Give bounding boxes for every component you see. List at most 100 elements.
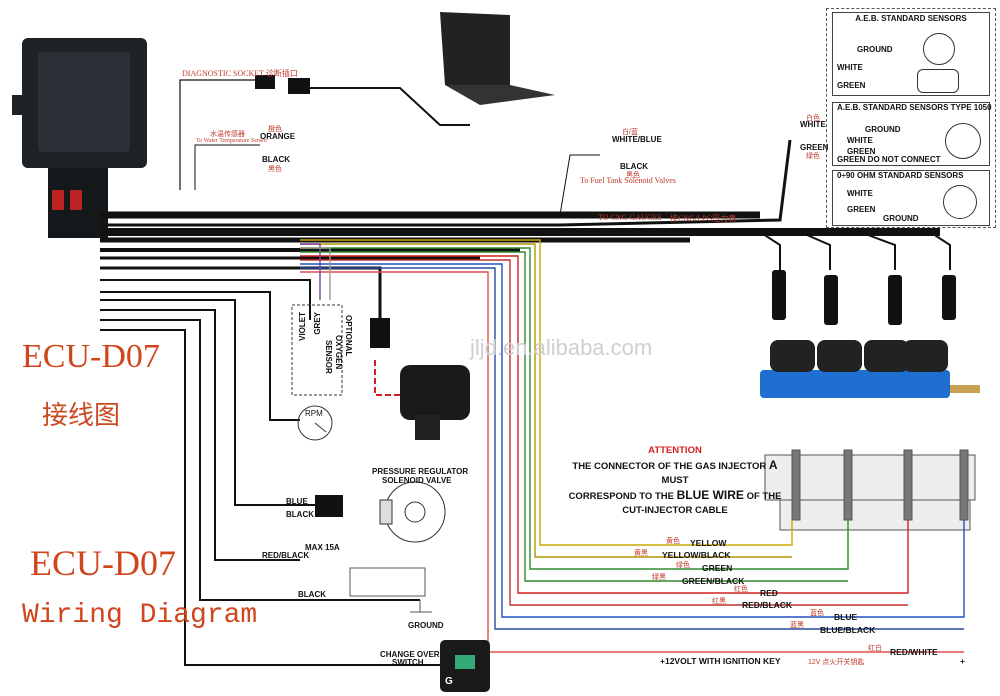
violet-label: VIOLET <box>298 312 307 341</box>
fuel-tank-label: To Fuel Tank Solenoid Valves <box>580 176 676 185</box>
black-label: BLACK <box>262 155 290 164</box>
wire-0-cn: 黄色 <box>666 538 680 545</box>
sensor-1-green: GREEN <box>837 81 866 90</box>
black-mid-label: BLACK <box>286 510 314 519</box>
wire-6-cn: 蓝色 <box>810 610 824 617</box>
sensor-1-gauge-icon <box>923 33 955 65</box>
cng-gauges-label: TO CNG GAUGES <box>598 213 662 222</box>
diag-socket-label: DIAGNOSTIC SOCKET 诊断插口 <box>182 69 298 78</box>
sensor-1-float-icon <box>917 69 959 93</box>
white-blue-cn: 白/蓝 <box>622 129 638 136</box>
orange-cn: 橙色 <box>268 126 282 133</box>
diagram-cn-title: 接线图 <box>42 401 121 430</box>
max-fuse-label: MAX 15A <box>305 543 340 552</box>
sensor-3-white: WHITE <box>847 189 873 198</box>
green-cn: 绿色 <box>806 153 820 160</box>
attention-heading: ATTENTION <box>648 445 702 456</box>
injector-wires <box>300 239 965 653</box>
sensor-2-green: GREEN <box>847 147 876 156</box>
wiring-diagram-title: Wiring Diagram <box>22 600 258 631</box>
wire-7-label: BLUE/BLACK <box>820 625 876 635</box>
grey-label: GREY <box>313 312 322 335</box>
solenoid-label: SOLENOID VALVE <box>382 476 452 485</box>
injector-rail <box>760 340 980 398</box>
black-battery-label: BLACK <box>298 590 326 599</box>
sensor-1-title: A.E.B. STANDARD SENSORS <box>855 14 967 23</box>
attention-line-2: CORRESPOND TO THE BLUE WIRE OF THE <box>568 488 782 502</box>
attention-block: ATTENTION THE CONNECTOR OF THE GAS INJEC… <box>560 444 790 518</box>
sensor-label: SENSOR <box>324 340 333 374</box>
changeover-label: CHANGE OVER <box>380 650 440 659</box>
sensor-2-title: A.E.B. STANDARD SENSORS TYPE 1050 <box>837 103 992 112</box>
injector-connectors <box>772 270 956 325</box>
sensor-box-3: 0÷90 OHM STANDARD SENSORS WHITE GREEN GR… <box>832 170 990 226</box>
wire-1-cn: 黄黑 <box>634 550 648 557</box>
sensor-2-ground: GROUND <box>865 125 901 134</box>
switch-letter: G <box>445 676 453 687</box>
water-temp-label: To Water Temperature Sensor <box>196 138 268 144</box>
black2-cn: 黑色 <box>626 172 640 179</box>
plugs <box>255 75 343 517</box>
ground-label: GROUND <box>408 621 444 630</box>
sensor-box-1: A.E.B. STANDARD SENSORS GROUND WHITE GRE… <box>832 12 990 96</box>
sensor-3-title: 0÷90 OHM STANDARD SENSORS <box>837 171 964 180</box>
ignition-label: +12VOLT WITH IGNITION KEY <box>660 656 781 666</box>
sensor-3-gauge-icon <box>943 185 977 219</box>
wire-6-label: BLUE <box>834 612 858 622</box>
black2-label: BLACK <box>620 162 648 171</box>
ignition-cn: 12V 点火开关钥匙 <box>808 659 865 666</box>
pressure-reg-label: PRESSURE REGULATOR <box>372 467 469 476</box>
wire-3-label: GREEN/BLACK <box>682 576 745 586</box>
wire-8-cn: 红白 <box>868 645 882 652</box>
battery <box>349 567 432 613</box>
white-cn: 白色 <box>806 115 820 122</box>
sensor-2-white: WHITE <box>847 136 873 145</box>
model-title-top: ECU-D07 <box>22 338 160 375</box>
wire-5-cn: 红黑 <box>712 598 726 605</box>
sensor-2-gauge-icon <box>945 123 981 159</box>
rpm-gauge <box>297 405 333 441</box>
orange-label: ORANGE <box>260 132 296 141</box>
rpm-label: RPM <box>305 409 323 418</box>
sensor-box-2: A.E.B. STANDARD SENSORS TYPE 1050 GROUND… <box>832 102 992 166</box>
sensor-3-green: GREEN <box>847 205 876 214</box>
oxygen-sensor-box <box>291 304 343 396</box>
laptop <box>440 12 555 105</box>
wire-1-label: YELLOW/BLACK <box>662 550 731 560</box>
white-label: WHITE <box>800 120 826 129</box>
blue-label: BLUE <box>286 497 308 506</box>
sensor-3-ground: GROUND <box>883 214 919 223</box>
attention-line-1: THE CONNECTOR OF THE GAS INJECTOR A MUST <box>572 458 778 486</box>
cng-gauges-cn: 接CNG/LPG压力表 <box>670 214 737 223</box>
ecu-unit <box>12 38 147 238</box>
attention-line-3: CUT-INJECTOR CABLE <box>622 505 728 516</box>
ignition-plus: + <box>960 656 965 666</box>
wire-5-label: RED/BLACK <box>742 600 793 610</box>
wire-3-cn: 绿黑 <box>652 574 666 581</box>
black-cn: 黑色 <box>268 166 282 173</box>
wire-2-label: GREEN <box>702 563 733 573</box>
water-temp-cn: 水温传感器 <box>210 131 245 138</box>
wire-0-label: YELLOW <box>690 538 727 548</box>
red-black-label: RED/BLACK <box>262 551 310 560</box>
wire-4-label: RED <box>760 588 778 598</box>
oxygen-label: OXYGEN <box>334 335 343 370</box>
pressure-regulator <box>379 481 446 543</box>
green-label: GREEN <box>800 143 829 152</box>
switch-label: SWITCH <box>392 658 424 667</box>
sensor-panel <box>826 8 996 228</box>
gas-solenoid-valve <box>370 318 470 440</box>
sensor-1-white: WHITE <box>837 63 863 72</box>
switch-body <box>440 640 490 692</box>
model-title-bottom: ECU-D07 <box>30 543 176 583</box>
watermark: jljd.en.alibaba.com <box>470 335 653 360</box>
wire-2-cn: 绿色 <box>676 562 690 569</box>
wire-7-cn: 蓝黑 <box>790 622 804 629</box>
wire-4-cn: 红色 <box>734 586 748 593</box>
wire-8-label: RED/WHITE <box>890 647 938 657</box>
sensor-1-ground: GROUND <box>857 45 893 54</box>
white-blue-label: WHITE/BLUE <box>612 135 662 144</box>
optional-label: OPTIONAL <box>344 315 353 357</box>
cut-injector-bracket <box>764 449 976 531</box>
